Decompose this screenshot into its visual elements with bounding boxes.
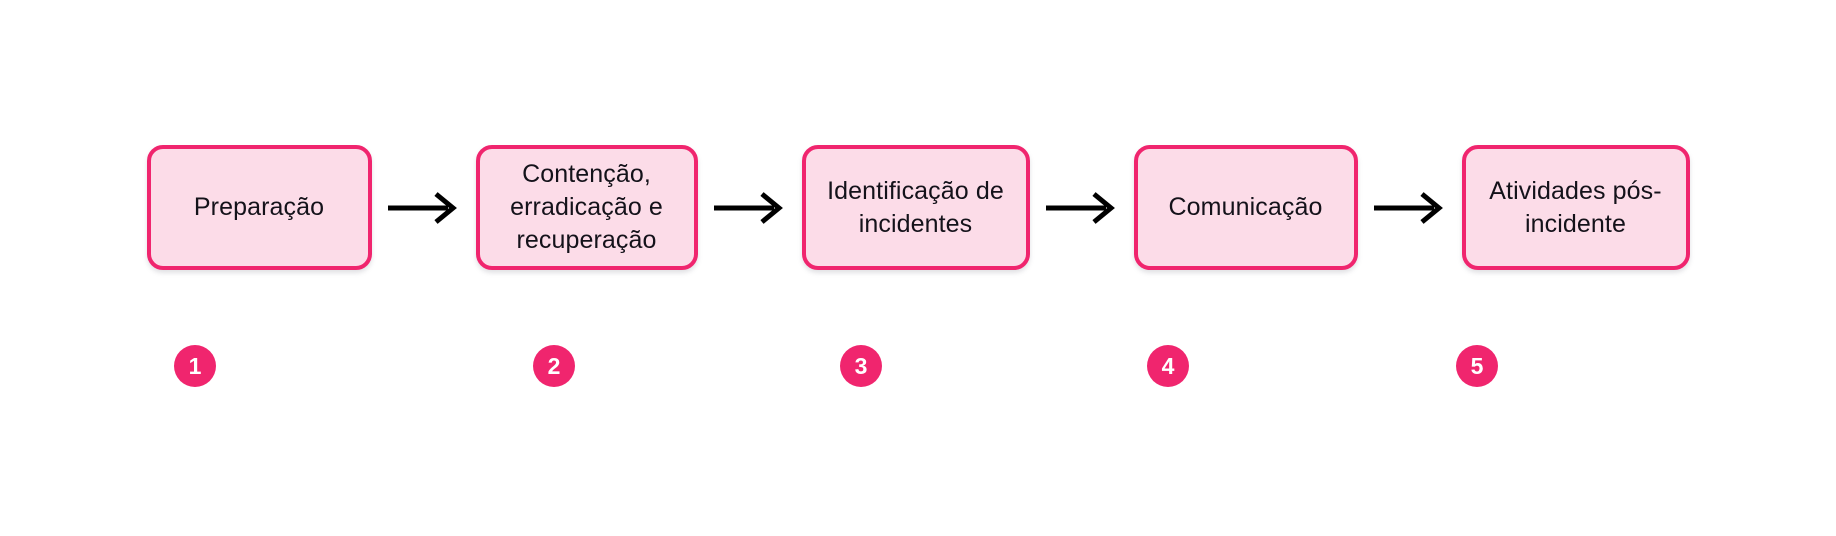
step-group-2: Contenção, erradicação e recuperação	[475, 145, 802, 270]
step-badge-4: 4	[1147, 345, 1189, 387]
step-badge-1: 1	[174, 345, 216, 387]
step-box-identificacao-de-incidentes[interactable]: Identificação de incidentes	[801, 145, 1030, 270]
arrow-right-icon-3	[1030, 145, 1134, 270]
step-box-contencao-erradicacao-recuperacao[interactable]: Contenção, erradicação e recuperação	[475, 145, 698, 270]
arrow-right-icon-2	[698, 145, 802, 270]
step-label-2: Contenção, erradicação e recuperação	[510, 160, 663, 254]
step-label-3: Identificação de incidentes	[827, 176, 1004, 238]
arrow-right-icon-1	[372, 145, 476, 270]
step-box-preparacao[interactable]: Preparação	[146, 145, 372, 270]
step-group-5: Atividades pós-incidente	[1461, 145, 1690, 270]
step-number-badges: 1 2 3 4 5	[0, 345, 1836, 387]
step-group-3: Identificação de incidentes	[801, 145, 1134, 270]
step-badge-2: 2	[533, 345, 575, 387]
step-badge-3: 3	[840, 345, 882, 387]
step-box-comunicacao[interactable]: Comunicação	[1133, 145, 1358, 270]
step-box-atividades-pos-incidente[interactable]: Atividades pós-incidente	[1461, 145, 1690, 270]
step-label-5: Atividades pós-incidente	[1489, 176, 1662, 238]
step-label-4: Comunicação	[1168, 193, 1323, 221]
step-label-1: Preparação	[193, 193, 325, 221]
step-group-4: Comunicação	[1133, 145, 1462, 270]
step-group-1: Preparação	[146, 145, 476, 270]
arrow-right-icon-4	[1358, 145, 1462, 270]
step-badge-5: 5	[1456, 345, 1498, 387]
flow-steps-row: Preparação Contenção, erradicação e recu…	[0, 145, 1836, 270]
